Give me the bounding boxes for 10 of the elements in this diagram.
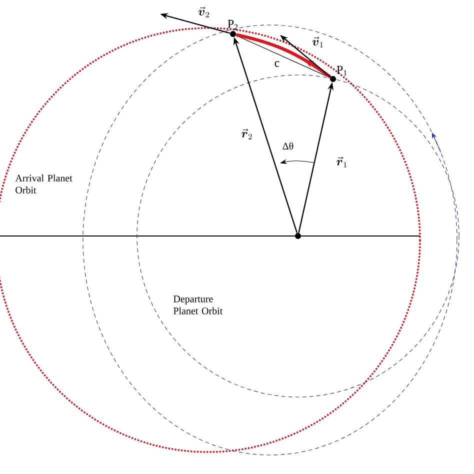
node-label: P$_{1}$ — [336, 66, 347, 76]
edge-label: $\vec{\boldsymbol{v}}_{2}$ — [198, 6, 210, 18]
orbit-label: Departure Planet Orbit — [173, 296, 223, 314]
angle-label: Δθ — [282, 142, 294, 150]
edge-label: $\vec{\boldsymbol{r}}_{2}$ — [242, 128, 252, 140]
node-label: P$_{2}$ — [228, 20, 238, 30]
orbit-label: Arrival Planet Orbit — [15, 174, 72, 194]
edge-label: $\vec{\boldsymbol{r}}_{1}$ — [336, 156, 347, 168]
edge-label: $\vec{\boldsymbol{v}}_{1}$ — [312, 36, 323, 48]
edge-label: c — [274, 61, 280, 67]
